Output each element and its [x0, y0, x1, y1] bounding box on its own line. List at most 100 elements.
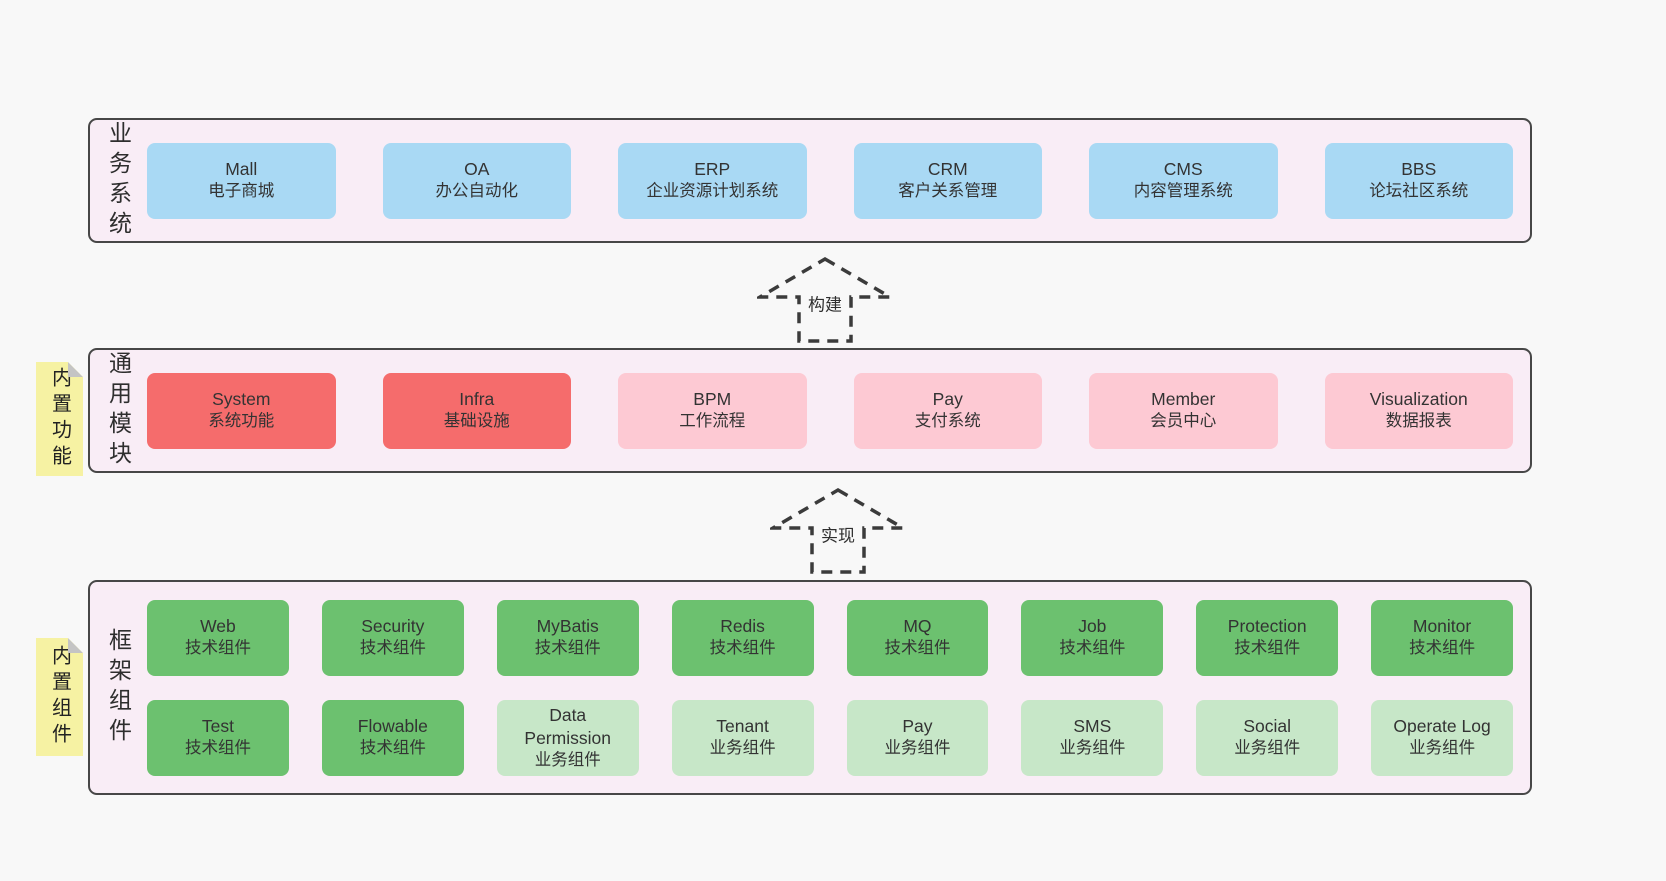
box-pay-module-name: Pay — [932, 389, 963, 410]
box-member-subtitle: 会员中心 — [1150, 412, 1217, 431]
box-security-name: Security — [361, 616, 425, 637]
box-visualization-name: Visualization — [1369, 389, 1468, 410]
box-mall: Mall 电子商城 — [147, 142, 336, 219]
box-mall-subtitle: 电子商城 — [208, 182, 275, 201]
band-common-modules: 通用模块 System 系统功能 Infra 基础设施 BPM 工作流程 Pay… — [88, 348, 1532, 473]
band-business-label: 业务系统 — [105, 120, 132, 241]
box-bpm-subtitle: 工作流程 — [679, 412, 746, 431]
build-arrow-label: 构建 — [805, 289, 845, 317]
box-redis-subtitle: 技术组件 — [709, 639, 776, 658]
band-components-label: 框架组件 — [105, 627, 132, 748]
sticky-note-built-in-components: 内置组件 — [36, 638, 83, 756]
box-job-subtitle: 技术组件 — [1059, 639, 1126, 658]
box-operate-log: Operate Log 业务组件 — [1371, 699, 1513, 776]
box-visualization-subtitle: 数据报表 — [1385, 412, 1452, 431]
box-web: Web 技术组件 — [147, 599, 289, 676]
box-member: Member 会员中心 — [1089, 372, 1278, 449]
build-arrow-icon: 构建 — [757, 256, 893, 344]
dashed-up-arrow-icon — [757, 256, 893, 343]
box-erp-subtitle: 企业资源计划系统 — [646, 182, 779, 201]
box-mybatis-name: MyBatis — [536, 616, 599, 637]
box-bpm-name: BPM — [693, 389, 732, 410]
band-business-systems: 业务系统 Mall 电子商城 OA 办公自动化 ERP 企业资源计划系统 CRM… — [88, 118, 1532, 243]
sticky-note-built-in-functions: 内置功能 — [36, 362, 83, 476]
box-bbs-name: BBS — [1401, 159, 1437, 180]
box-pay-component-subtitle: 业务组件 — [884, 739, 951, 758]
box-infra-name: Infra — [459, 389, 495, 410]
box-sms-subtitle: 业务组件 — [1059, 739, 1126, 758]
modules-box-row: System 系统功能 Infra 基础设施 BPM 工作流程 Pay 支付系统… — [135, 372, 1530, 449]
note-components-text: 内置组件 — [48, 645, 71, 749]
box-bpm: BPM 工作流程 — [618, 372, 807, 449]
box-crm: CRM 客户关系管理 — [853, 142, 1042, 219]
box-social: Social 业务组件 — [1196, 699, 1339, 776]
box-erp-name: ERP — [694, 159, 731, 180]
box-protection: Protection 技术组件 — [1196, 599, 1339, 676]
band-modules-label: 通用模块 — [105, 350, 132, 471]
box-tenant-subtitle: 业务组件 — [709, 739, 776, 758]
box-security: Security 技术组件 — [321, 599, 464, 676]
implement-arrow-label: 实现 — [818, 520, 858, 548]
box-operate-log-name: Operate Log — [1393, 716, 1491, 737]
box-pay-module: Pay 支付系统 — [853, 372, 1042, 449]
box-crm-name: CRM — [927, 159, 968, 180]
box-job-name: Job — [1078, 616, 1107, 637]
box-redis-name: Redis — [720, 616, 765, 637]
box-visualization: Visualization 数据报表 — [1324, 372, 1513, 449]
box-test-subtitle: 技术组件 — [184, 739, 251, 758]
box-monitor-subtitle: 技术组件 — [1409, 639, 1476, 658]
box-cms-name: CMS — [1163, 159, 1203, 180]
box-pay-component: Pay 业务组件 — [846, 699, 989, 776]
box-security-subtitle: 技术组件 — [359, 639, 426, 658]
box-system-subtitle: 系统功能 — [208, 412, 275, 431]
box-system-name: System — [212, 389, 271, 410]
business-box-row: Mall 电子商城 OA 办公自动化 ERP 企业资源计划系统 CRM 客户关系… — [135, 142, 1530, 219]
box-test: Test 技术组件 — [147, 699, 289, 776]
box-protection-name: Protection — [1227, 616, 1307, 637]
box-member-name: Member — [1151, 389, 1216, 410]
box-tenant: Tenant 业务组件 — [671, 699, 814, 776]
box-protection-subtitle: 技术组件 — [1234, 639, 1301, 658]
box-cms: CMS 内容管理系统 — [1089, 142, 1278, 219]
box-system: System 系统功能 — [147, 372, 336, 449]
components-box-row-1: Web 技术组件 Security 技术组件 MyBatis 技术组件 Redi… — [135, 599, 1530, 676]
box-monitor: Monitor 技术组件 — [1371, 599, 1513, 676]
box-mq-name: MQ — [903, 616, 932, 637]
band-framework-components: 框架组件 Web 技术组件 Security 技术组件 MyBatis 技术组件… — [88, 580, 1532, 795]
box-erp: ERP 企业资源计划系统 — [618, 142, 807, 219]
box-flowable: Flowable 技术组件 — [321, 699, 464, 776]
box-infra-subtitle: 基础设施 — [443, 412, 510, 431]
box-operate-log-subtitle: 业务组件 — [1409, 739, 1476, 758]
box-tenant-name: Tenant — [716, 716, 769, 737]
box-cms-subtitle: 内容管理系统 — [1133, 182, 1233, 201]
box-oa-subtitle: 办公自动化 — [435, 182, 519, 201]
box-social-subtitle: 业务组件 — [1234, 739, 1301, 758]
box-redis: Redis 技术组件 — [671, 599, 814, 676]
box-data-permission-name: Data Permission — [524, 704, 611, 748]
implement-arrow-icon: 实现 — [770, 487, 906, 575]
note-fold-corner-icon — [68, 362, 83, 377]
box-oa: OA 办公自动化 — [382, 142, 571, 219]
box-crm-subtitle: 客户关系管理 — [898, 182, 998, 201]
box-sms-name: SMS — [1073, 716, 1112, 737]
box-bbs: BBS 论坛社区系统 — [1324, 142, 1513, 219]
box-flowable-name: Flowable — [357, 716, 428, 737]
box-mall-name: Mall — [225, 159, 258, 180]
box-mq-subtitle: 技术组件 — [884, 639, 951, 658]
note-functions-text: 内置功能 — [48, 367, 71, 471]
box-mybatis-subtitle: 技术组件 — [534, 639, 601, 658]
box-flowable-subtitle: 技术组件 — [359, 739, 426, 758]
box-infra: Infra 基础设施 — [382, 372, 571, 449]
box-web-name: Web — [200, 616, 236, 637]
box-pay-component-name: Pay — [902, 716, 933, 737]
box-social-name: Social — [1243, 716, 1292, 737]
box-test-name: Test — [201, 716, 234, 737]
box-oa-name: OA — [464, 159, 490, 180]
box-job: Job 技术组件 — [1021, 599, 1164, 676]
box-pay-module-subtitle: 支付系统 — [914, 412, 981, 431]
box-data-permission-subtitle: 业务组件 — [534, 750, 601, 769]
box-data-permission: Data Permission 业务组件 — [496, 699, 639, 776]
box-web-subtitle: 技术组件 — [184, 639, 251, 658]
note-fold-corner-icon — [68, 638, 83, 653]
box-mq: MQ 技术组件 — [846, 599, 989, 676]
